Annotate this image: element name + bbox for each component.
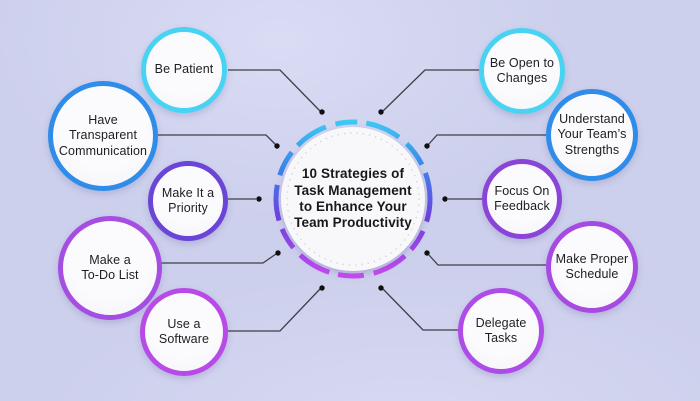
node-open-to-changes: Be Open to Changes	[479, 28, 565, 114]
connector-open-changes	[382, 69, 479, 112]
connector-schedule	[428, 254, 546, 266]
node-transparent-communication: Have Transparent Communication	[48, 81, 158, 191]
node-label: Make a To-Do List	[81, 252, 139, 283]
node-label: Be Open to Changes	[489, 55, 555, 86]
connector-transparent	[158, 134, 277, 146]
node-label: Have Transparent Communication	[58, 112, 148, 158]
node-team-strengths: Understand Your Team’s Strengths	[546, 89, 638, 181]
node-be-patient: Be Patient	[141, 27, 227, 113]
connector-strengths	[427, 134, 546, 146]
center-dashed-ring	[273, 119, 433, 279]
node-label: Delegate Tasks	[475, 315, 527, 346]
center-dotted-ring	[286, 132, 420, 266]
node-label: Make It a Priority	[161, 185, 215, 216]
node-delegate-tasks: Delegate Tasks	[458, 288, 544, 374]
node-focus-feedback: Focus On Feedback	[482, 159, 562, 239]
node-label: Understand Your Team’s Strengths	[557, 111, 627, 157]
connector-be-patient	[228, 69, 321, 112]
connector-delegate	[382, 288, 458, 331]
node-label: Be Patient	[154, 62, 214, 77]
node-todo-list: Make a To-Do List	[58, 216, 162, 320]
center-circle	[273, 119, 433, 279]
node-label: Focus On Feedback	[494, 183, 550, 214]
node-make-it-priority: Make It a Priority	[148, 161, 228, 241]
node-use-software: Use a Software	[140, 288, 228, 376]
node-label: Use a Software	[158, 316, 210, 347]
connector-todo-list	[160, 253, 277, 264]
center-title: 10 Strategies of Task Management to Enha…	[281, 158, 425, 240]
connector-lines	[158, 69, 546, 332]
node-proper-schedule: Make Proper Schedule	[546, 221, 638, 313]
center-title-text: 10 Strategies of Task Management to Enha…	[294, 166, 412, 231]
center-circle-fill	[281, 127, 425, 271]
connector-software	[228, 288, 321, 332]
node-label: Make Proper Schedule	[555, 251, 629, 282]
connector-dots	[256, 109, 448, 291]
